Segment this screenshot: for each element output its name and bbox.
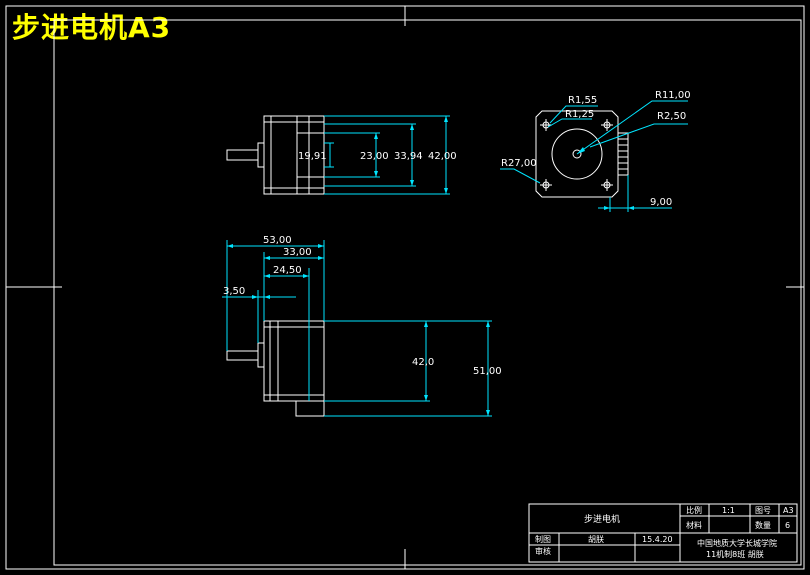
tb-school: 中国地质大学长城学院 [697, 538, 777, 548]
dim-33-00: 33,00 [283, 247, 312, 258]
side-view [535, 110, 629, 198]
tb-check-label: 审核 [535, 546, 551, 556]
centering-marks [6, 6, 804, 569]
tb-material-label: 材料 [686, 520, 702, 530]
tb-scale-value: 1:1 [722, 506, 735, 515]
bottom-view-dimensions [222, 240, 492, 417]
tb-drawn-label: 制图 [535, 534, 551, 544]
dim-42-0: 42,0 [412, 357, 434, 368]
dim-42-00: 42,00 [428, 151, 457, 162]
front-view [226, 115, 325, 195]
dim-33-94: 33,94 [394, 151, 423, 162]
bottom-view [226, 320, 325, 417]
dim-9-00: 9,00 [650, 197, 672, 208]
radius-r2-50: R2,50 [657, 111, 686, 122]
dim-23-00: 23,00 [360, 151, 389, 162]
front-view-arrowheads [374, 116, 448, 194]
tb-drawn-name: 胡朕 [588, 534, 604, 544]
side-view-arrowheads [577, 147, 634, 210]
title-block-lines [528, 503, 798, 563]
tb-drawn-date: 15.4.20 [642, 535, 673, 544]
tb-quantity-label: 数量 [755, 520, 771, 530]
dim-3-50: 3,50 [223, 286, 245, 297]
tb-quantity-value: 6 [785, 521, 790, 530]
radius-r27-00: R27,00 [501, 158, 537, 169]
tb-class-info: 11机制8班 胡朕 [706, 549, 764, 559]
side-view-leaders [500, 100, 688, 212]
bottom-view-arrowheads [227, 244, 490, 416]
tb-sheet-no-label: 图号 [755, 506, 771, 515]
dim-24-50: 24,50 [273, 265, 302, 276]
tb-sheet-no-value: A3 [783, 506, 794, 515]
front-view-dimensions [324, 115, 450, 195]
radius-r11-00: R11,00 [655, 90, 691, 101]
dim-53-00: 53,00 [263, 235, 292, 246]
radius-r1-55: R1,55 [568, 95, 597, 106]
dim-19-91: 19,91 [298, 151, 327, 162]
drawing-title: 步进电机A3 [12, 11, 172, 44]
dim-51-00: 51,00 [473, 366, 502, 377]
tb-scale-label: 比例 [686, 505, 702, 515]
radius-r1-25: R1,25 [565, 109, 594, 120]
tb-part-name: 步进电机 [584, 513, 620, 525]
